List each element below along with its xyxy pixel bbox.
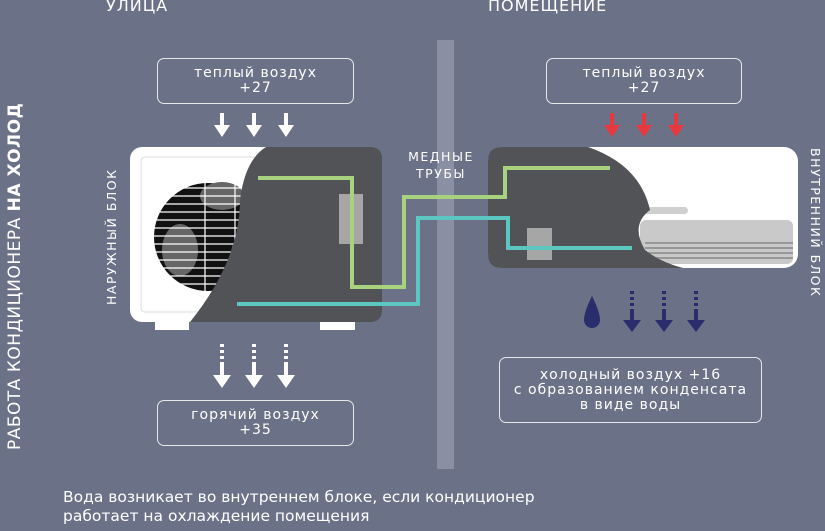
box-line: +35: [239, 422, 272, 438]
box-line: теплый воздух: [194, 65, 317, 81]
pipes-label-line2: ТРУБЫ: [416, 166, 466, 181]
footnote-line1: Вода возникает во внутреннем блоке, если…: [63, 488, 535, 506]
hot-pipe: [258, 166, 610, 289]
cold-pipe: [237, 216, 632, 306]
indoor-header: ПОМЕЩЕНИЕ: [488, 0, 608, 15]
side-title-bold: НА ХОЛОД: [5, 102, 25, 212]
outdoor-header: УЛИЦА: [106, 0, 169, 15]
side-title: РАБОТА КОНДИЦИОНЕРА НА ХОЛОД: [4, 103, 26, 450]
box-line: с образованием конденсата: [513, 381, 748, 398]
copper-pipes-label: МЕДНЫЕ ТРУБЫ: [396, 148, 486, 182]
box-line: горячий воздух: [191, 407, 320, 423]
box-line: в виде воды: [579, 396, 682, 413]
side-title-regular: РАБОТА КОНДИЦИОНЕРА: [5, 211, 25, 450]
box-line: +27: [239, 80, 272, 96]
footnote: Вода возникает во внутреннем блоке, если…: [63, 488, 535, 526]
box-line: теплый воздух: [582, 65, 706, 81]
cold-arrow-down-icon: [623, 291, 705, 332]
footnote-line2: работает на охлаждение помещения: [63, 507, 370, 525]
indoor-warm-air-box: теплый воздух +27: [546, 58, 742, 104]
outdoor-unit-label: НАРУЖНЫЙ БЛОК: [104, 168, 119, 305]
wall-divider: [437, 40, 454, 469]
arrow-down-icon: [214, 113, 294, 137]
dashed-arrow-down-icon: [213, 344, 295, 388]
indoor-cold-air-box: холодный воздух +16 с образованием конде…: [499, 357, 762, 423]
indoor-unit: [488, 147, 798, 268]
warm-arrow-down-icon: [604, 113, 684, 137]
box-line: холодный воздух +16: [539, 366, 722, 383]
outdoor-hot-air-box: горячий воздух +35: [157, 400, 354, 446]
indoor-unit-label: ВНУТРЕННИЙ БЛОК: [808, 148, 823, 298]
outdoor-unit: [130, 147, 382, 330]
box-line: +27: [627, 80, 661, 96]
water-drop-icon: [584, 296, 600, 328]
pipes-label-line1: МЕДНЫЕ: [408, 149, 474, 164]
outdoor-warm-air-box: теплый воздух +27: [157, 58, 354, 104]
